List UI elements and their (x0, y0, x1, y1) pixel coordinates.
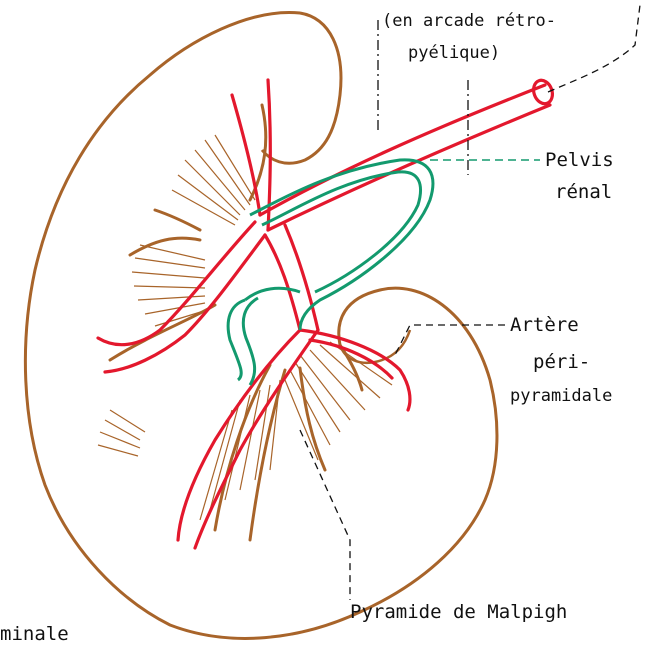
renal-pelvis (228, 160, 433, 385)
leader-artere (395, 325, 505, 355)
leader-pyramide (300, 430, 350, 600)
label-arcade-line1: (en arcade rétro- (382, 11, 556, 31)
label-artere-line1: Artère (510, 314, 579, 336)
kidney-capsule-hilum-lip (340, 330, 410, 363)
label-pelvis-line1: Pelvis (545, 149, 614, 171)
label-arcade-line2: pyélique) (408, 43, 500, 63)
label-pyramide: Pyramide de Malpigh (350, 601, 567, 623)
label-terminale-fragment: minale (0, 623, 69, 645)
label-artere-line3: pyramidale (510, 386, 612, 406)
label-pelvis-line2: rénal (555, 181, 612, 203)
label-artere-line2: péri- (533, 351, 590, 373)
leader-arcade-corner (548, 5, 640, 92)
renal-arteries (98, 78, 556, 548)
